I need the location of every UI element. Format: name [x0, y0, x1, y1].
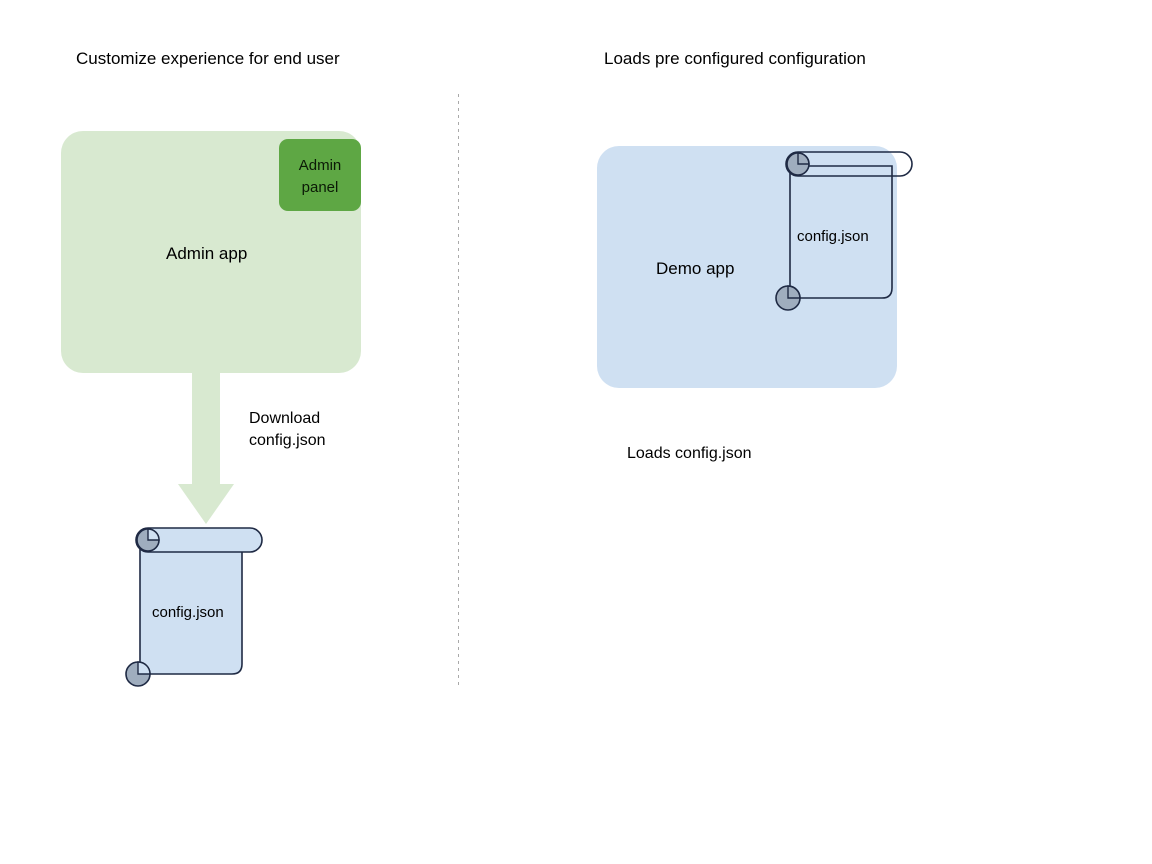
download-arrow-caption: Download config.json: [249, 410, 326, 449]
down-arrow-icon: [178, 372, 234, 524]
loads-config-caption: Loads config.json: [627, 445, 752, 462]
column-divider: [458, 94, 459, 686]
config-json-label-left: config.json: [152, 604, 224, 621]
config-json-label-right: config.json: [797, 228, 869, 245]
scroll-roll-icon: [135, 527, 263, 553]
demo-app-label: Demo app: [656, 259, 735, 278]
admin-app-label: Admin app: [166, 244, 248, 263]
scroll-roll-icon: [785, 151, 913, 177]
config-json-document-left[interactable]: [118, 524, 268, 690]
admin-panel-badge[interactable]: [279, 139, 361, 211]
config-json-document-right[interactable]: [768, 148, 918, 314]
column-title-left: Customize experience for end user: [76, 49, 340, 68]
column-title-right: Loads pre configured configuration: [604, 49, 866, 68]
demo-app-box: [597, 146, 897, 388]
admin-panel-label: Admin panel: [298, 157, 342, 196]
